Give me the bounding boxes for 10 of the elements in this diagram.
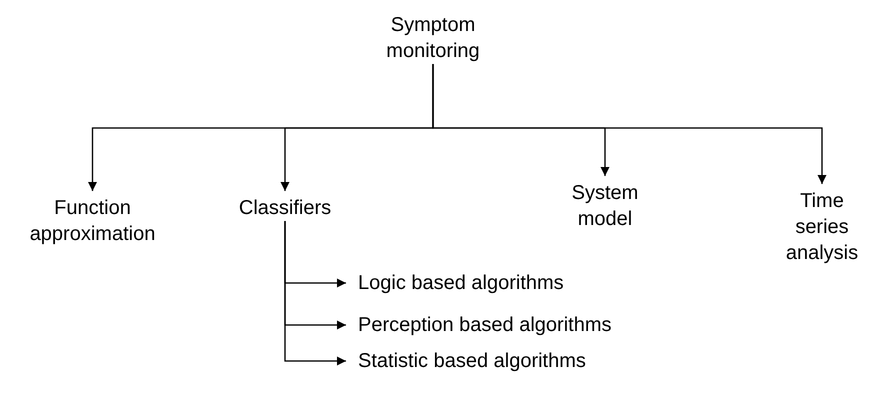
- node-label: System model: [570, 181, 640, 232]
- node-label: Statistic based algorithms: [358, 349, 586, 374]
- arrow: [432, 64, 826, 184]
- node-label: Perception based algorithms: [358, 313, 612, 338]
- node-label: Classifiers: [238, 196, 332, 221]
- node-label: Symptom monitoring: [385, 13, 481, 64]
- node-label: Logic based algorithms: [358, 271, 564, 296]
- node-label: Function approximation: [28, 196, 156, 247]
- arrow: [284, 221, 346, 366]
- node-label: Time series analysis: [784, 189, 860, 266]
